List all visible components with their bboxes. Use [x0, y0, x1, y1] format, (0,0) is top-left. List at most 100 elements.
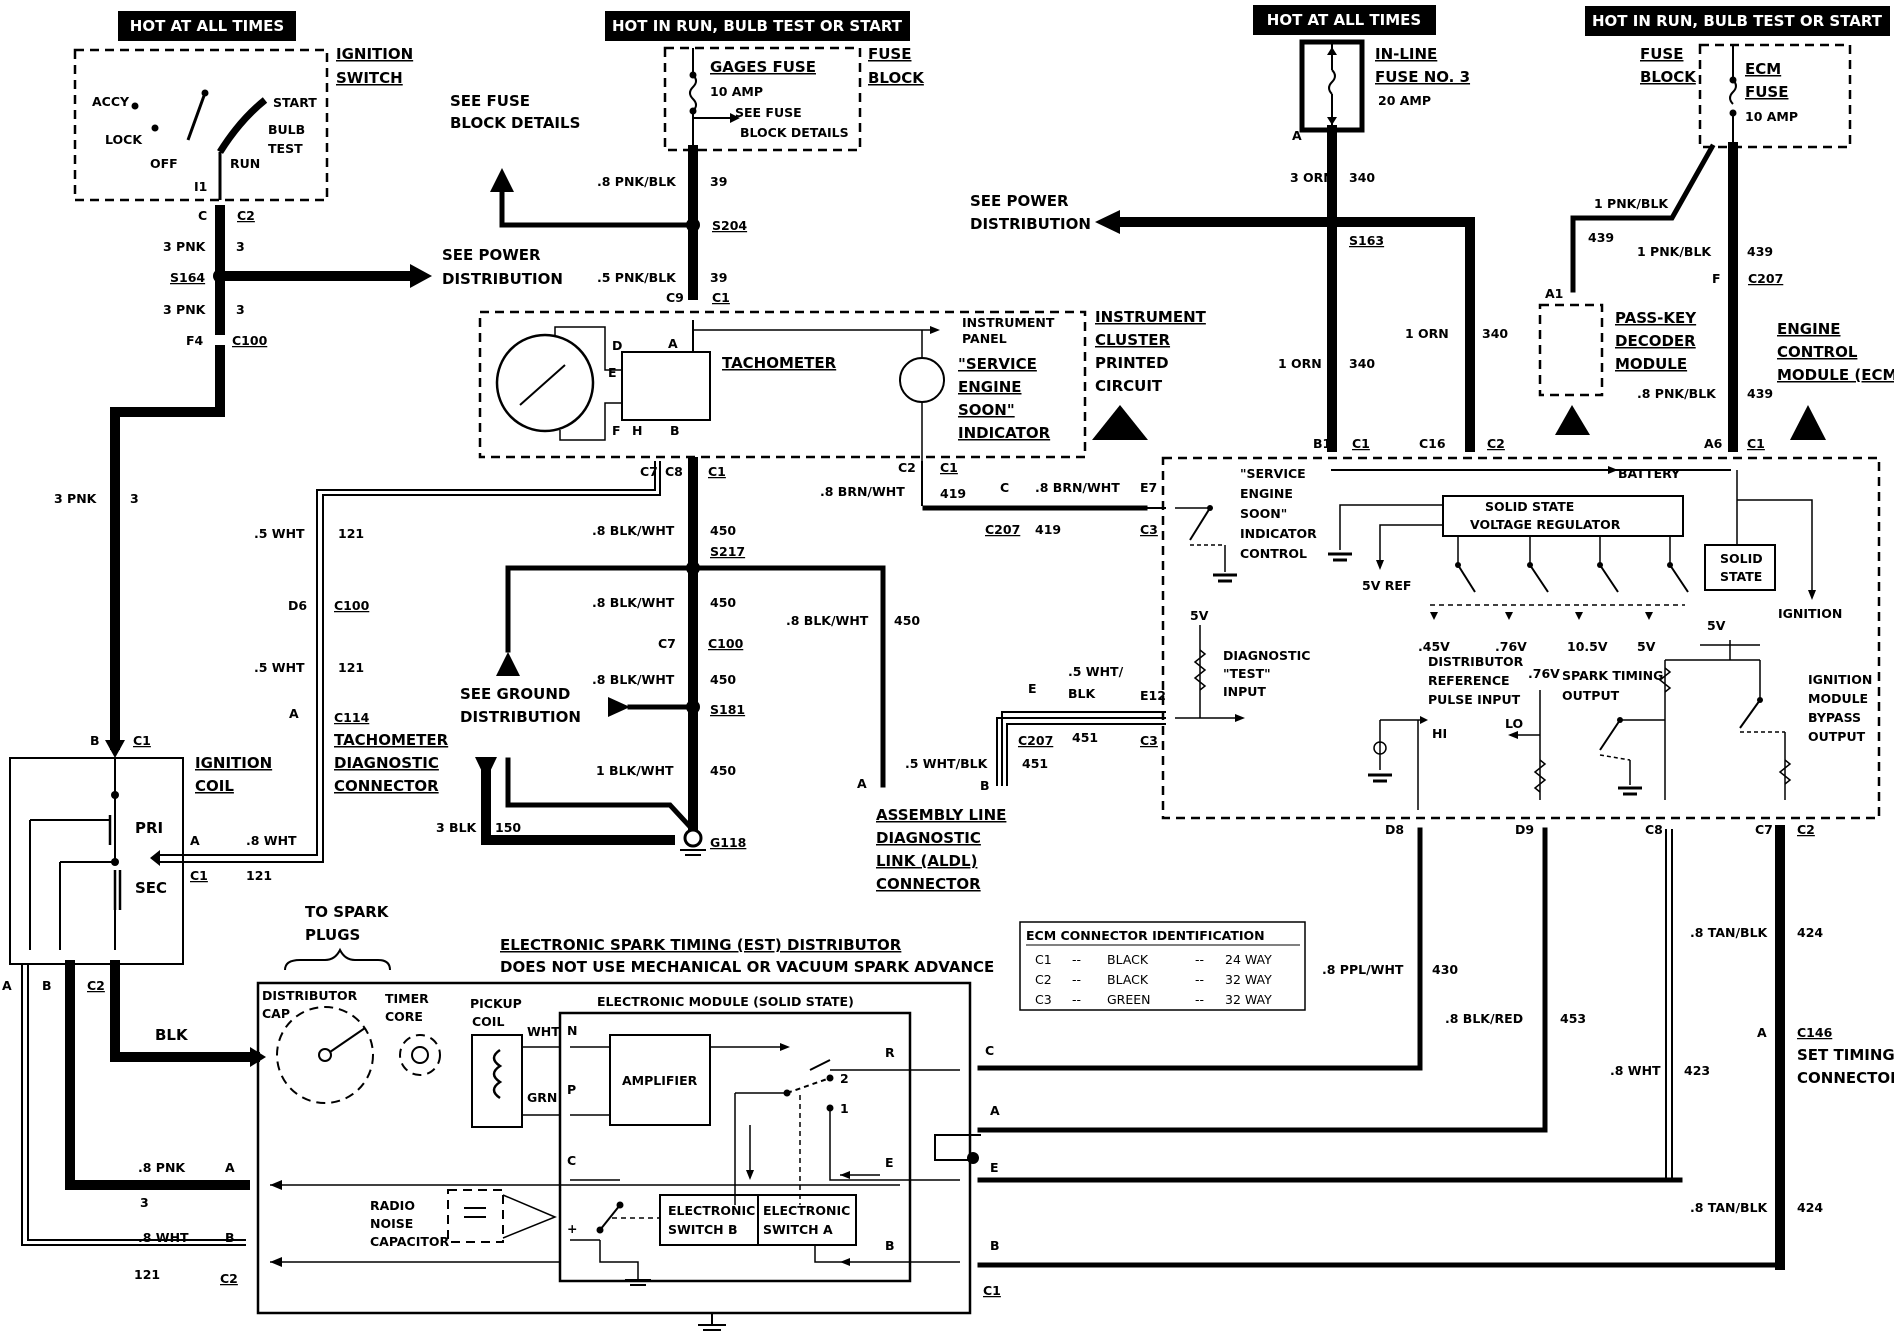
ecm-module: BATTERY SOLID STATE VOLTAGE REGULATOR SO… — [1161, 456, 1881, 820]
switch-pos-2: 2 — [840, 1071, 849, 1086]
splice-s204: S204 — [712, 218, 747, 233]
ecm-table-cell: -- — [1072, 992, 1081, 1007]
ignition-switch-title: IGNITION — [336, 45, 413, 63]
ses-label2: ENGINE — [958, 378, 1022, 396]
v45-label: .45V — [1418, 639, 1450, 654]
wire-121-b: 121 — [338, 660, 364, 675]
wire-1pnkblk-b: 1 PNK/BLK — [1637, 244, 1712, 259]
pickup-grn: GRN — [527, 1090, 557, 1105]
wire-450-c: 450 — [894, 613, 920, 628]
ses-label3: SOON" — [958, 401, 1015, 419]
see-fuse-label: SEE FUSE — [450, 92, 530, 110]
inline-fuse-rating: 20 AMP — [1378, 93, 1431, 108]
ground-dist2: DISTRIBUTION — [460, 708, 581, 726]
conn-c1-ecm2: C1 — [1747, 436, 1765, 451]
ecm-table-cell: -- — [1072, 972, 1081, 987]
wire-5whtblk2: BLK — [1068, 686, 1096, 701]
conn-f: F — [1712, 271, 1721, 286]
inline-fuse-3: IN-LINE FUSE NO. 3 20 AMP — [1299, 39, 1470, 133]
pin-p: P — [567, 1082, 576, 1097]
ecm-fuse-name: ECM — [1745, 60, 1781, 78]
ecm-output-wires — [1417, 825, 1785, 1270]
conn-c1-b: C1 — [708, 464, 726, 479]
wire-8pnkblk-b: .8 PNK/BLK — [1637, 386, 1717, 401]
ecm-table-cell: 32 WAY — [1225, 972, 1272, 987]
diag-label2: "TEST" — [1223, 666, 1271, 681]
conn-c2: C2 — [237, 208, 255, 223]
coil-pri: PRI — [135, 819, 163, 837]
label-i1: I1 — [194, 179, 207, 194]
aldl-label2: DIAGNOSTIC — [876, 829, 981, 847]
conn-d8: D8 — [1385, 822, 1404, 837]
wire-1blkwht: 1 BLK/WHT — [596, 763, 674, 778]
solid-state-label: SOLID — [1720, 551, 1763, 566]
conn-c2-ecm: C2 — [1487, 436, 1505, 451]
module-label: ELECTRONIC MODULE (SOLID STATE) — [597, 994, 854, 1009]
wire-450-b: 450 — [710, 595, 736, 610]
regulator-label: SOLID STATE — [1485, 499, 1574, 514]
aldl-diag-wire — [996, 711, 1166, 786]
wire-450: 450 — [710, 523, 736, 538]
aldl-label3: LINK (ALDL) — [876, 852, 977, 870]
pickup-coil-label: PICKUP — [470, 996, 522, 1011]
conn-c2-est: C2 — [220, 1271, 238, 1286]
ecm-table-cell: BLACK — [1107, 972, 1149, 987]
tach-conn-label3: CONNECTOR — [334, 777, 439, 795]
wire-8wht: .8 WHT — [246, 833, 297, 848]
ecm-fuse-block-label2: BLOCK — [1640, 68, 1697, 86]
wire-3pnk-b: 3 PNK — [163, 302, 207, 317]
ignition-switch-title2: SWITCH — [336, 69, 403, 87]
pass-key-label: PASS-KEY — [1615, 309, 1697, 327]
wire-8pplwht: .8 PPL/WHT — [1322, 962, 1404, 977]
conn-c2-ecm-b: C2 — [1797, 822, 1815, 837]
ignition-feed-wire: SEE POWER DISTRIBUTION — [105, 205, 563, 758]
wire-blk: BLK — [155, 1026, 189, 1044]
header-hot-at-all-times-left: HOT AT ALL TIMES — [118, 11, 296, 41]
fuse-block-label2: BLOCK — [868, 69, 925, 87]
radio-cap-label: RADIO — [370, 1198, 415, 1213]
fuse-block-label: FUSE — [868, 45, 911, 63]
conn-a-coil: A — [190, 833, 200, 848]
wire-439: 439 — [1588, 230, 1614, 245]
ecm-table-cell: GREEN — [1107, 992, 1151, 1007]
header-hot-in-run-left: HOT IN RUN, BULB TEST OR START — [605, 11, 910, 41]
aldl-label: ASSEMBLY LINE — [876, 806, 1006, 824]
wire-8wht-b: .8 WHT — [138, 1230, 189, 1245]
pickup-wht: WHT — [527, 1024, 560, 1039]
pin-f: F — [612, 423, 621, 438]
spark-plugs-label2: PLUGS — [305, 926, 360, 944]
pin-c: C — [567, 1153, 576, 1168]
pin-a: A — [668, 336, 678, 351]
wire-5pnkblk: .5 PNK/BLK — [597, 270, 677, 285]
tach-signal-wire — [150, 461, 661, 866]
pin-b: B — [670, 423, 680, 438]
ses-control-wire — [921, 461, 1166, 511]
radio-cap-label2: NOISE — [370, 1216, 413, 1231]
switch-b-label: ELECTRONIC — [668, 1203, 755, 1218]
label-test: TEST — [268, 141, 303, 156]
wire-1orn-b: 1 ORN — [1278, 356, 1322, 371]
ecm-fuse-name2: FUSE — [1745, 83, 1788, 101]
conn-d6: D6 — [288, 598, 307, 613]
est-output-wires — [934, 1065, 1783, 1268]
ground-g118: G118 — [710, 835, 746, 850]
wire-1orn: 1 ORN — [1405, 326, 1449, 341]
instrument-cluster: A D E F H B TACHOMETER INSTRUMENT PANEL … — [478, 310, 1087, 462]
conn-a-inline: A — [1292, 128, 1302, 143]
power-dist-left: SEE POWER — [442, 246, 541, 264]
conn-c9: C9 — [666, 290, 684, 305]
wire-3blk: 3 BLK — [436, 820, 478, 835]
v76-label-b: .76V — [1528, 666, 1560, 681]
conn-a-est: A — [225, 1160, 235, 1175]
wire-8blkred: .8 BLK/RED — [1445, 1011, 1523, 1026]
conn-b-est: B — [225, 1230, 235, 1245]
pin-a1: A1 — [1545, 286, 1563, 301]
wire-3: 3 — [236, 239, 245, 254]
conn-c7-b: C7 — [658, 636, 676, 651]
esd-icon — [1092, 405, 1148, 440]
bypass-label3: BYPASS — [1808, 710, 1861, 725]
switch-pos-1: 1 — [840, 1101, 849, 1116]
set-timing-label2: CONNECTOR — [1797, 1069, 1894, 1087]
gages-fuse-name: GAGES FUSE — [710, 58, 816, 76]
pin-d: D — [612, 338, 622, 353]
